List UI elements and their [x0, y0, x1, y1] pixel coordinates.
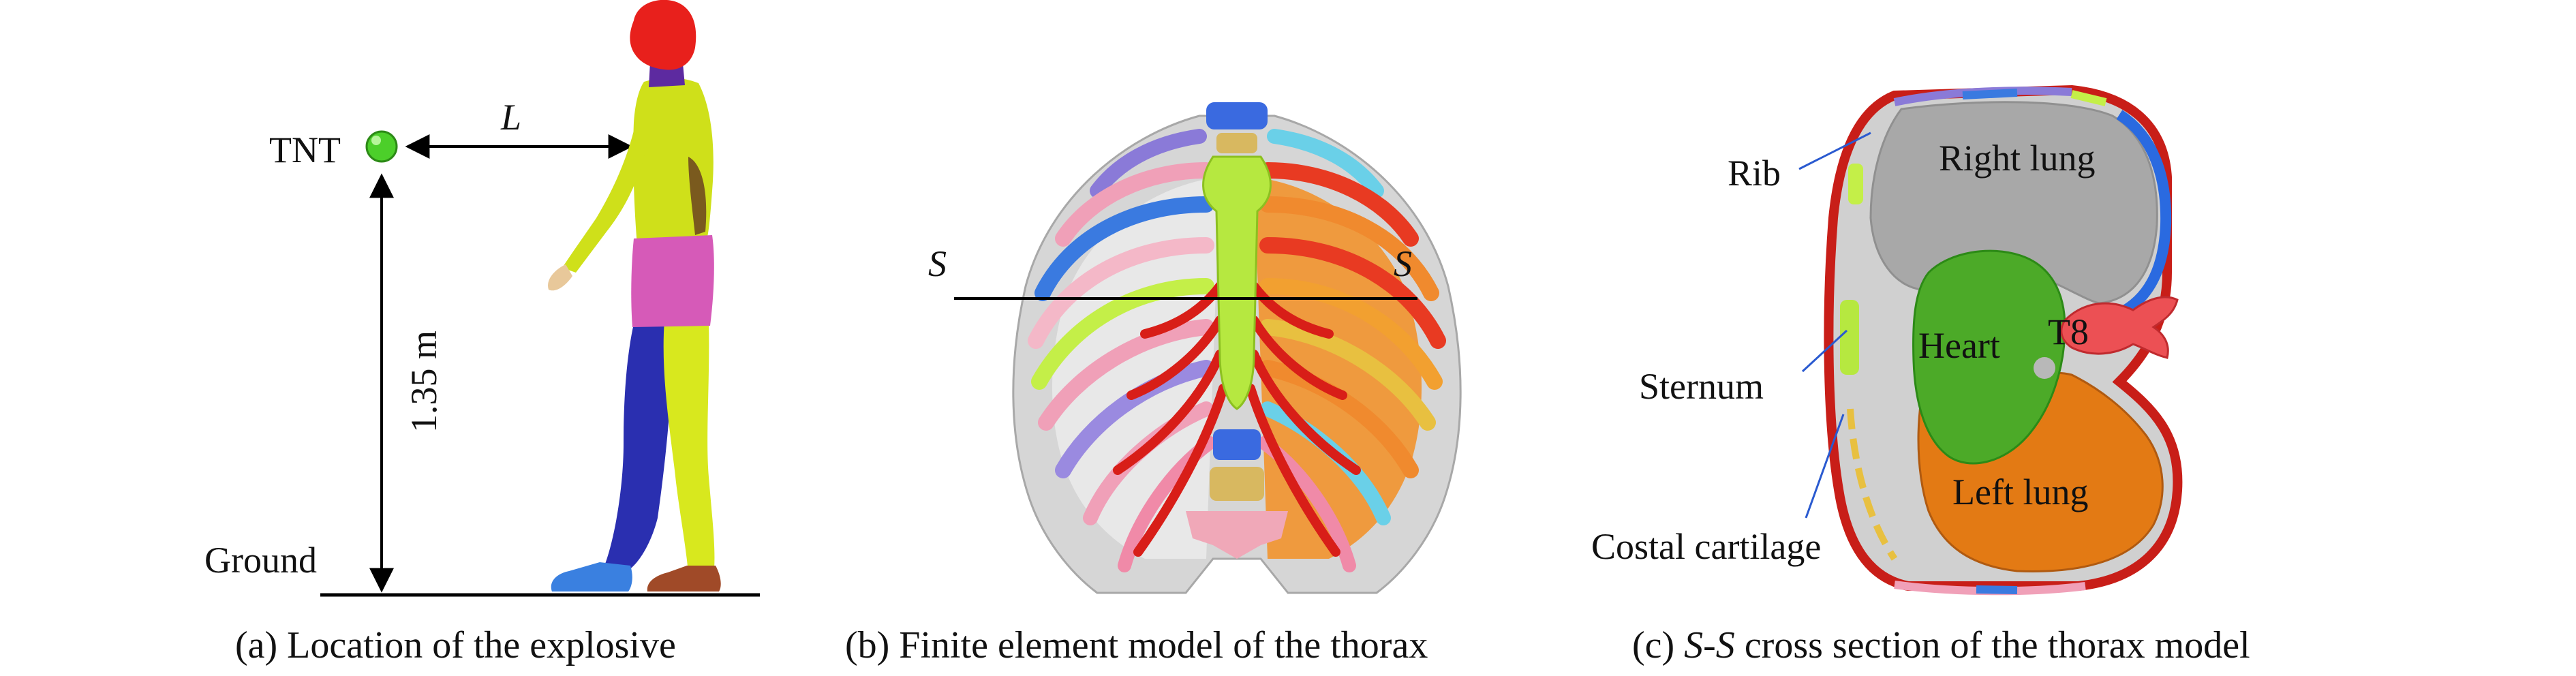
tnt-label: TNT: [269, 129, 341, 170]
rib-label: Rib: [1728, 153, 1781, 194]
sternum-leader: [1801, 329, 1848, 373]
right-lung: [1869, 101, 2158, 305]
dummy-head: [630, 0, 696, 70]
section-label-right: S: [1394, 243, 1412, 284]
costal-cartilage-leader: [1805, 414, 1845, 519]
lower-vertebra-tan: [1210, 467, 1264, 501]
panel-b: S S (b) Finite element model of the thor…: [845, 102, 1462, 666]
tnt-charge: [365, 130, 398, 163]
left-lung-label: Left lung: [1952, 472, 2088, 512]
distance-label: L: [500, 97, 521, 138]
heart-label: Heart: [1918, 325, 2000, 366]
dummy-figure: [548, 0, 721, 592]
cross-section: [1824, 84, 2183, 596]
dummy-pelvis: [631, 235, 714, 327]
dummy-hand: [548, 264, 572, 291]
costal-cartilage-label: Costal cartilage: [1591, 526, 1821, 567]
dummy-front-leg: [663, 320, 715, 572]
t8-vertebra: [2060, 296, 2179, 359]
sternum-segment: [1840, 300, 1859, 375]
dummy-back-leg: [603, 324, 675, 571]
thorax-model: [1012, 102, 1462, 594]
costal-cartilage: [1113, 281, 1361, 557]
sternum: [1202, 155, 1272, 410]
upper-vertebra: [1206, 102, 1268, 129]
height-label: 1.35 m: [403, 331, 444, 433]
t8-label: T8: [2048, 311, 2089, 352]
heart: [1912, 249, 2066, 465]
rib-leader: [1798, 132, 1871, 170]
caption-b: (b) Finite element model of the thorax: [845, 624, 1428, 666]
panel-c: Rib Right lung Heart T8 Sternum Left lun…: [1591, 84, 2250, 666]
right-lung-label: Right lung: [1939, 138, 2096, 179]
section-label-left: S: [928, 243, 947, 284]
dummy-back-shoe: [551, 562, 632, 592]
lower-vertebra-blue: [1213, 429, 1261, 460]
dummy-arm: [562, 116, 651, 273]
ground-label: Ground: [204, 540, 317, 581]
caption-a: (a) Location of the explosive: [235, 624, 676, 666]
lower-vertebra-pink: [1186, 511, 1288, 559]
panel-a: TNT L 1.35 m Ground (a) Location of the …: [204, 0, 760, 666]
ribs-left: [1028, 129, 1216, 572]
caption-c: (c) S-S cross section of the thorax mode…: [1632, 624, 2250, 666]
sternum-label: Sternum: [1639, 366, 1764, 407]
dummy-front-shoe: [647, 566, 721, 592]
